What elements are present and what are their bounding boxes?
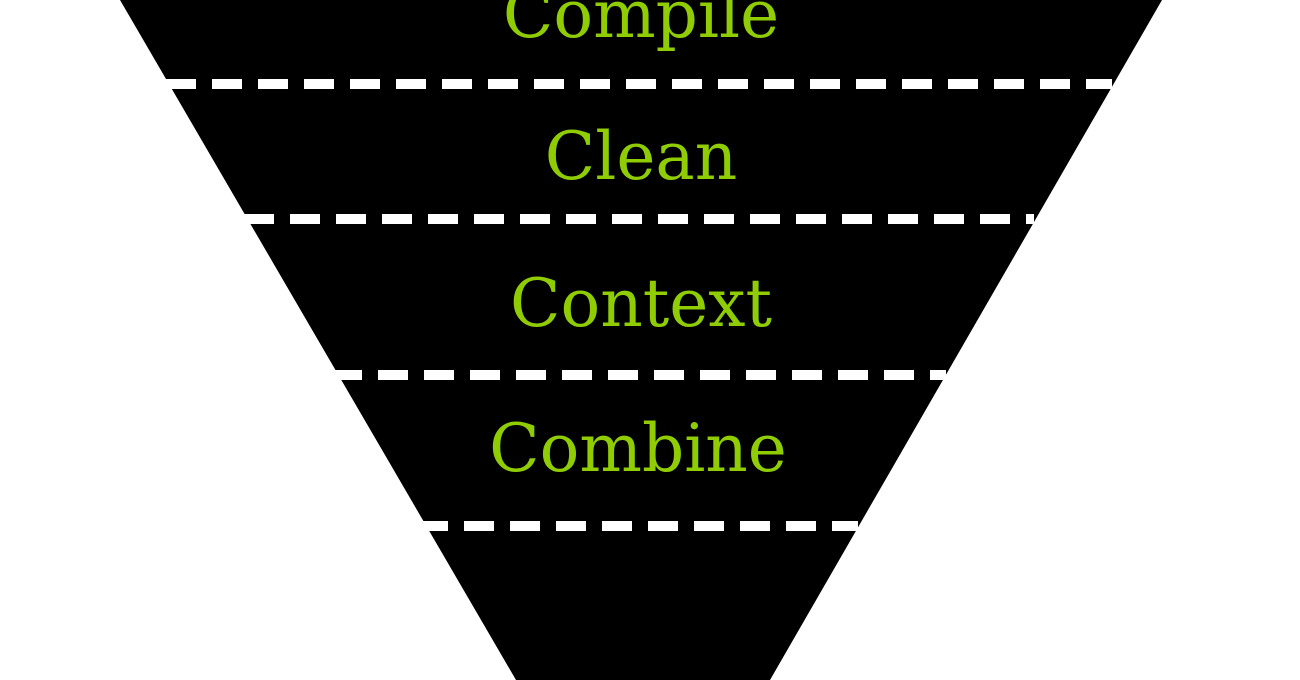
stage-label-compile: Compile (503, 0, 779, 53)
stage-label-context: Context (510, 265, 772, 342)
stage-label-combine: Combine (489, 410, 787, 487)
stage-label-clean: Clean (545, 118, 738, 195)
funnel-body (120, 0, 1162, 680)
